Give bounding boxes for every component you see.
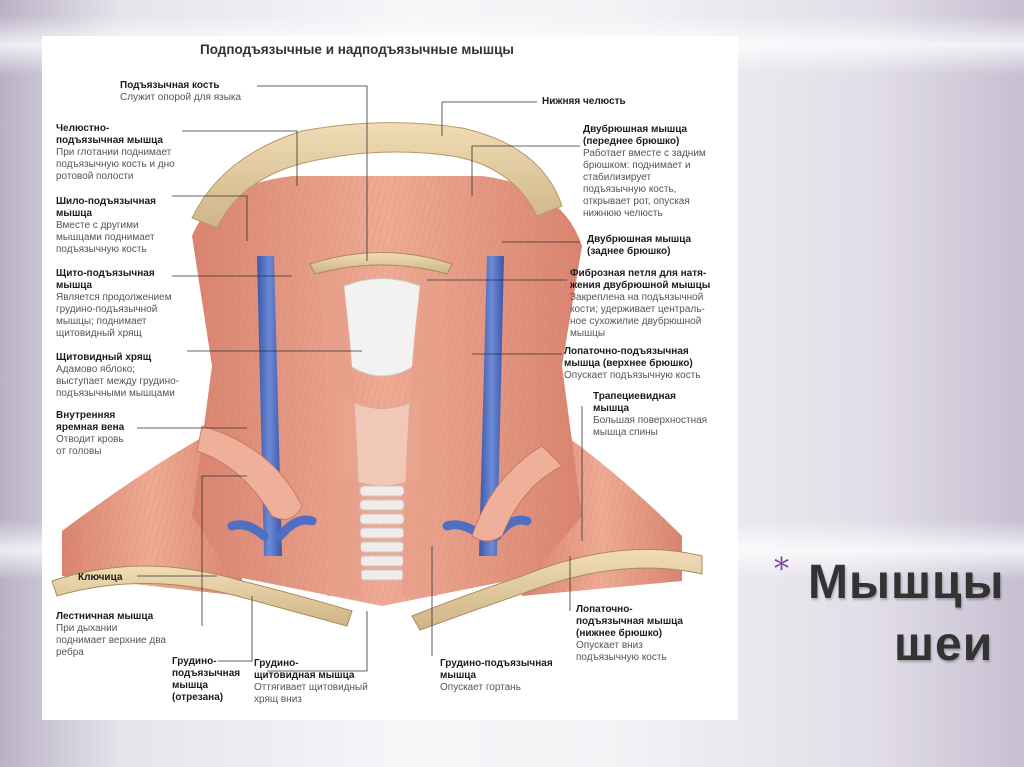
label-omohyoid-inferior: Лопаточно- подъязычная мышца (нижнее брю… [576,604,683,663]
label-thyrohyoid: Щито-подъязычная мышца Является продолже… [56,268,172,339]
anatomy-drawing [51,122,703,631]
title-bullet: * [774,552,789,587]
title-line-1: Мышцы [808,556,1005,609]
label-sternohyoid: Грудино-подъязычная мышца Опускает горта… [440,658,553,693]
label-digastric-posterior: Двубрюшная мышца (заднее брюшко) [587,234,692,257]
label-clavicle: Ключица [78,572,123,583]
sternohyoid-muscle [402,276,447,596]
label-internal-jugular-vein: Внутренняя яремная вена Отводит кровь от… [56,410,125,457]
label-mylohyoid: Челюстно- подъязычная мышца При глотании… [56,123,175,182]
label-trapezius: Трапециевидная мышца Большая поверхностн… [593,391,708,438]
label-mandible: Нижняя челюсть [542,96,626,107]
label-stylohyoid: Шило-подъязычная мышца Вместе с другими … [56,196,156,255]
sternohyoid-muscle [317,276,362,596]
trachea [359,485,405,581]
label-omohyoid-superior: Лопаточно-подъязычная мышца (верхнее брю… [564,346,701,381]
label-thyroid-cartilage: Щитовидный хрящ Адамово яблоко; выступае… [56,352,179,399]
neck-muscles-illustration: Подподъязычные и надподъязычные мышцы По… [42,36,738,720]
omohyoid-muscle [196,425,303,520]
label-sternohyoid-cut: Грудино- подъязычная мышца (отрезана) [172,656,241,703]
label-mylohyoid-name: Челюстно- подъязычная мышца [56,123,163,146]
thyroid-cartilage [343,278,421,377]
omohyoid-muscle [471,445,563,542]
title-line-2: шеи [894,618,994,671]
label-digastric-anterior: Двубрюшная мышца (переднее брюшко) Работ… [583,124,706,219]
clavicle-bone [411,548,703,631]
label-fibrous-loop: Фиброзная петля для натя- жения двубрюшн… [570,268,711,339]
label-scalene: Лестничная мышца При дыхании поднимает в… [56,611,166,658]
label-sternothyroid: Грудино- щитовидная мышца Оттягивает щит… [254,658,368,705]
diagram-title: Подподъязычные и надподъязычные мышцы [200,42,514,57]
internal-jugular-vein-right [479,256,504,556]
